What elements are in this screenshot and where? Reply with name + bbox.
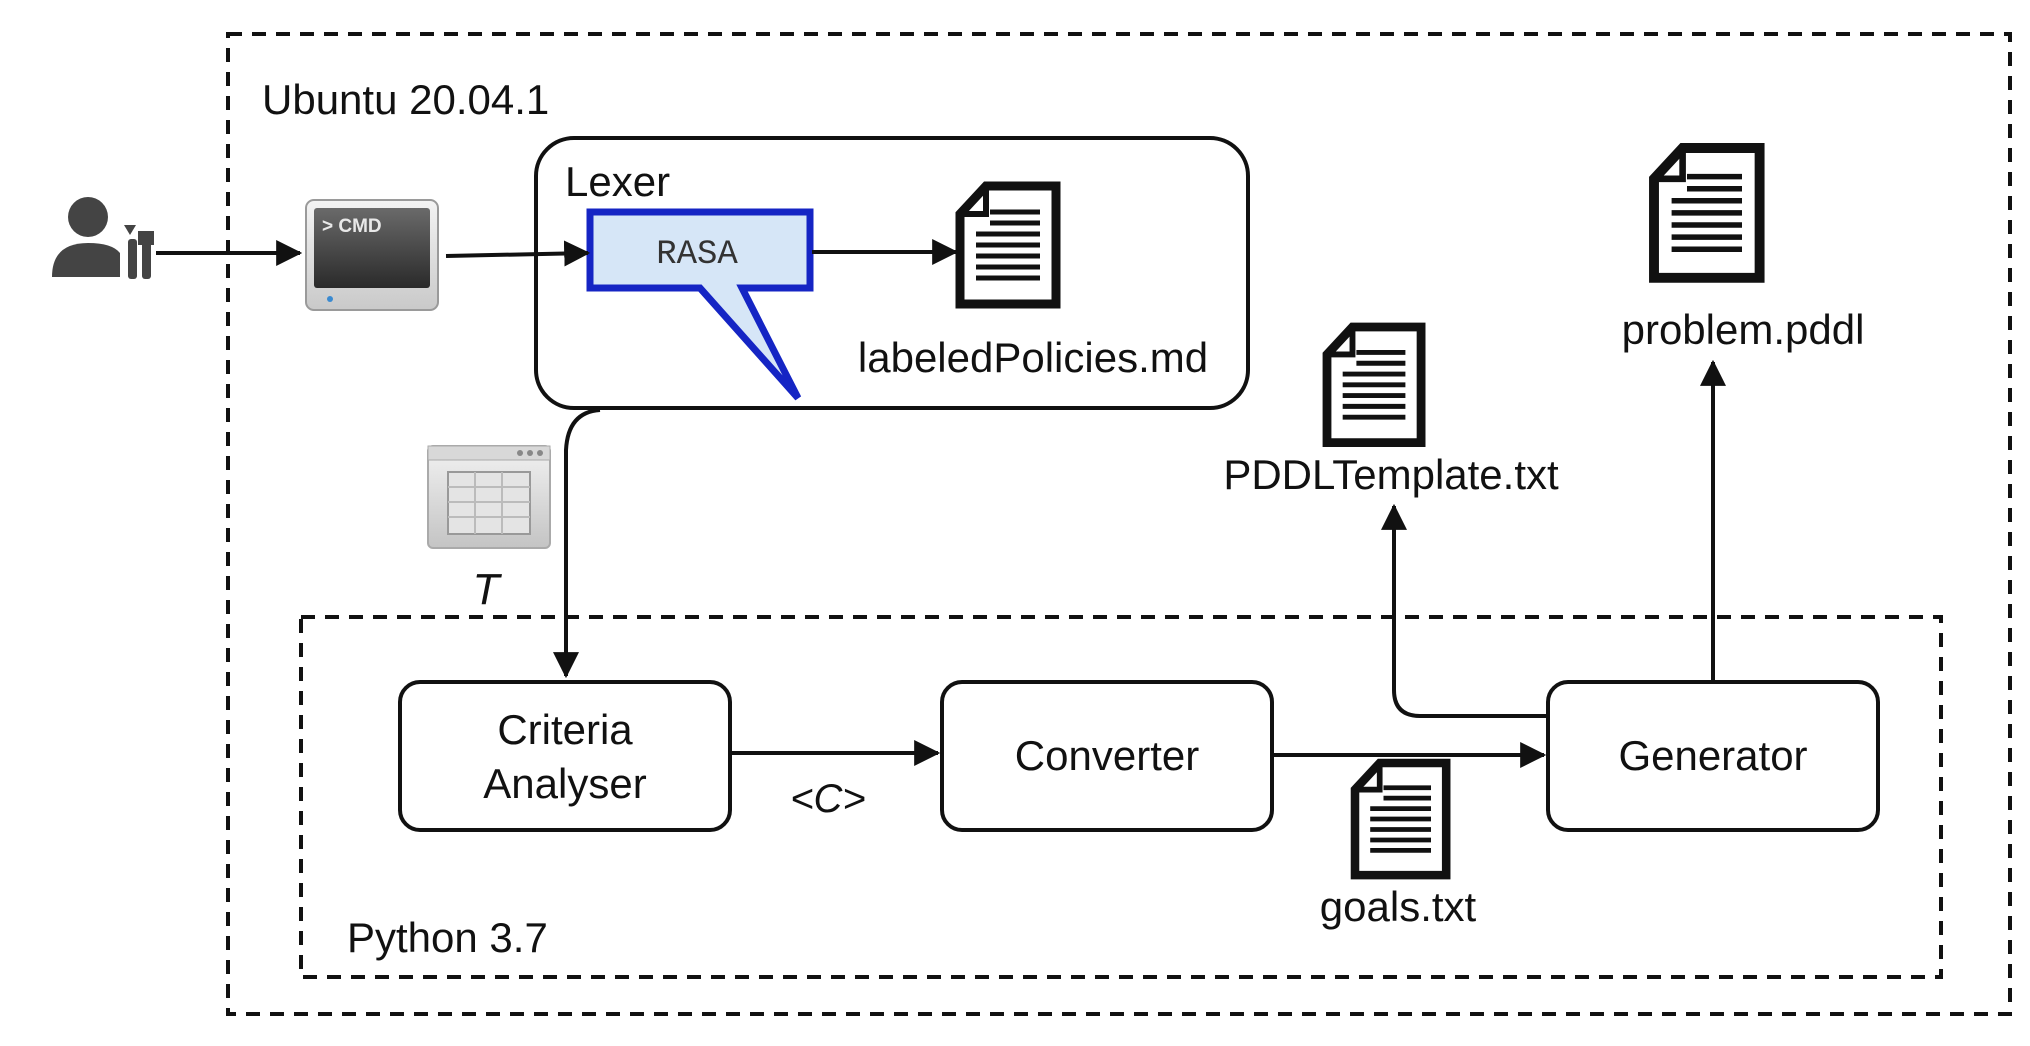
c-edge-label: <C> [790,777,866,821]
python-label: Python 3.7 [347,914,548,961]
ubuntu-label: Ubuntu 20.04.1 [262,76,549,123]
criteria-analyser-line2: Analyser [483,760,646,807]
terminal-prompt: > CMD [322,216,382,237]
problem-pddl-label: problem.pddl [1622,306,1865,353]
pddl-template-label: PDDLTemplate.txt [1223,451,1559,498]
lexer-box [534,136,1250,410]
converter-box [940,680,1274,832]
table-symbol: T [473,565,503,614]
lexer-title: Lexer [565,158,670,205]
labeled-policies-doc-icon [960,186,1056,304]
converter-label: Converter [1015,732,1199,779]
generator-label: Generator [1618,732,1807,779]
arrow-generator-to-template [1381,503,1548,718]
terminal-icon: > CMD [305,199,439,311]
python-container [299,615,1943,979]
rasa-callout [586,208,814,401]
criteria-analyser-box [398,680,732,832]
criteria-analyser-line1: Criteria [497,706,633,753]
pddl-template-doc-icon [1327,327,1421,443]
goals-label: goals.txt [1320,883,1477,930]
arrow-lexer-to-criteria [553,408,601,679]
ubuntu-container [226,32,2012,1016]
rasa-label: RASA [656,236,738,274]
table-icon [427,445,551,549]
generator-box [1546,680,1880,832]
connector-arrows [156,239,1726,768]
goals-doc-icon [1355,763,1446,875]
problem-pddl-doc-icon [1654,148,1760,278]
user-tools-icon [52,197,154,279]
arrow-terminal-to-rasa [445,240,591,267]
labeled-policies-label: labeledPolicies.md [858,334,1208,381]
